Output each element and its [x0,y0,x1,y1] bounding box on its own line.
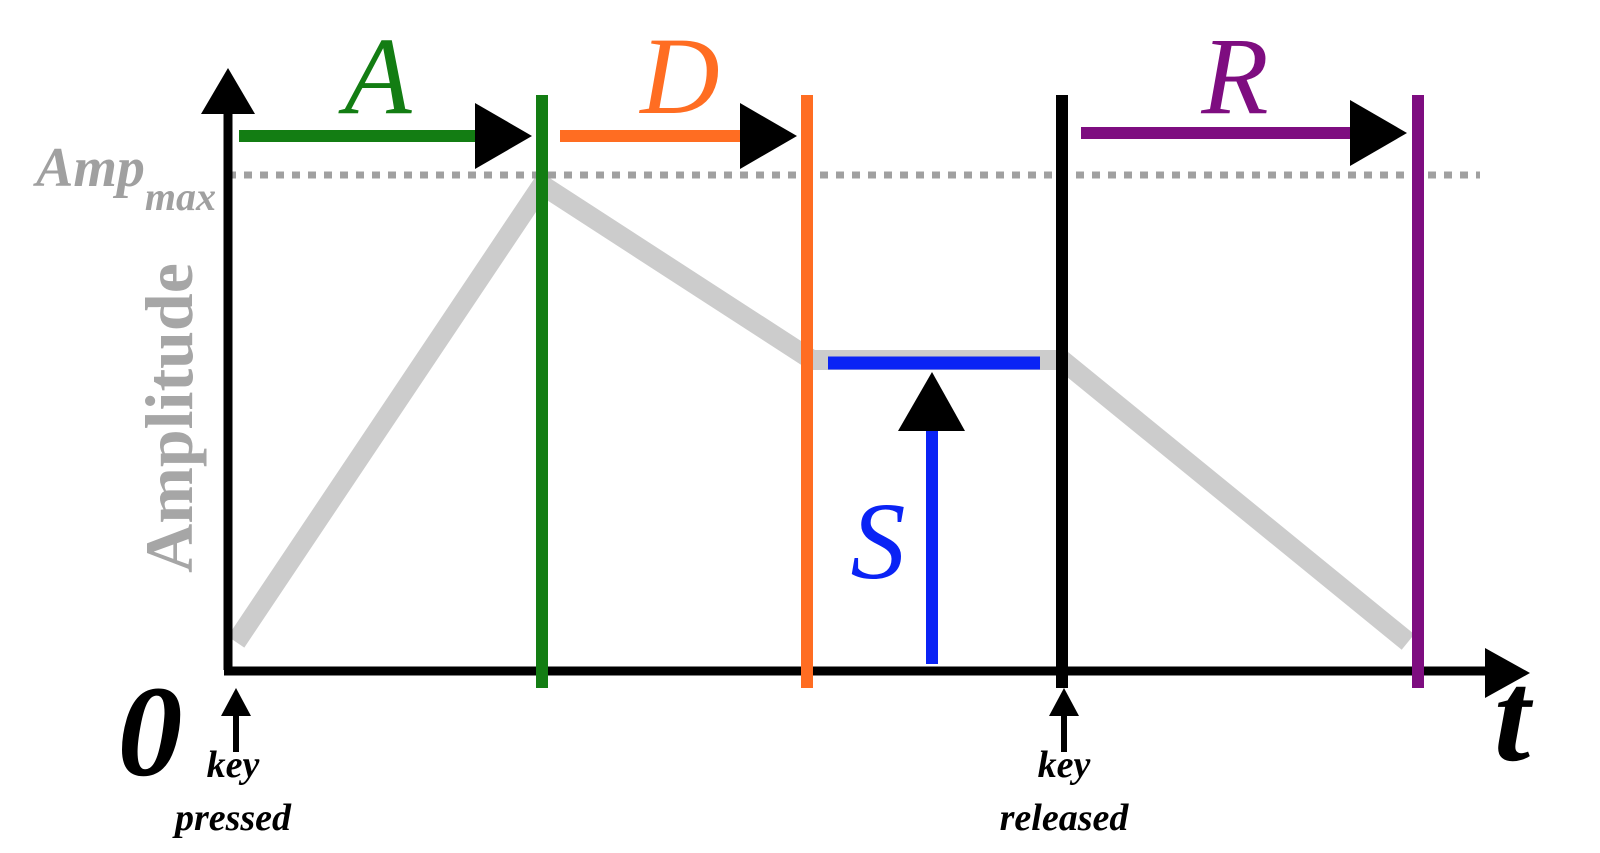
decay-arrowhead [740,103,797,169]
x-axis-arrowhead [1485,648,1530,698]
attack-label: A [337,15,412,137]
key-released-arrowhead [1049,688,1079,716]
sustain-arrowhead [898,372,965,431]
x-axis-label: t [1494,645,1534,789]
key-pressed-line2: pressed [172,797,292,839]
decay-label: D [638,15,719,137]
attack-arrowhead [475,103,532,169]
key-pressed-arrowhead [221,688,251,716]
amp-max-label: Ampmax [33,137,216,219]
release-arrowhead [1350,100,1407,166]
release-label: R [1200,15,1268,137]
origin-label: 0 [118,660,183,804]
y-axis-arrowhead [201,68,255,114]
y-axis-label: Amplitude [131,263,207,573]
amp-max-sub: max [145,174,216,219]
envelope-curve [227,171,1415,650]
key-pressed-line1: key [207,744,260,786]
amp-max-main: Amp [33,137,145,199]
sustain-label: S [851,480,906,602]
key-released-line1: key [1038,744,1091,786]
key-released-line2: released [1000,797,1130,839]
